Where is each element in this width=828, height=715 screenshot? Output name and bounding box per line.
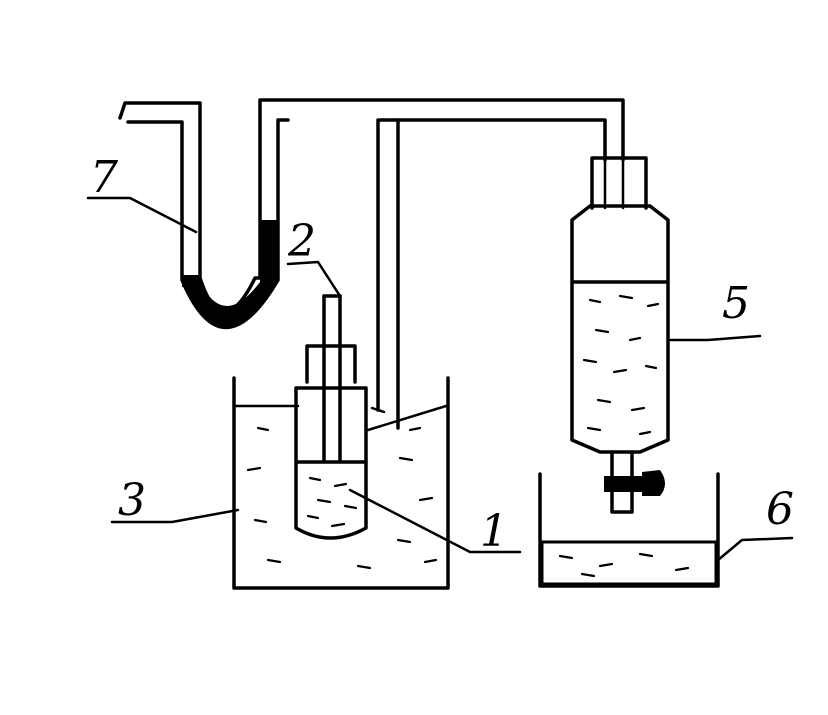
part-labels: 7 2 3 1 5 6 — [90, 152, 794, 557]
label-1: 1 — [480, 506, 508, 557]
label-7: 7 — [90, 152, 118, 203]
stopcock-handle — [642, 470, 665, 496]
manometer-fluid-left-column — [182, 275, 200, 287]
u-tube-manometer — [118, 98, 625, 330]
aspirator-bottle — [570, 156, 670, 514]
vessel-liquid-texture — [306, 476, 358, 528]
bottle-liquid-texture — [582, 294, 660, 436]
leader-lines — [86, 196, 794, 562]
water-bath — [232, 376, 450, 590]
beaker-liquid-texture — [558, 552, 690, 578]
manometer-fluid-right-column — [260, 220, 278, 282]
label-5: 5 — [722, 278, 750, 329]
manometer-fluid — [182, 282, 278, 327]
label-2: 2 — [287, 216, 316, 267]
stopcock-valve — [604, 476, 642, 492]
label-6: 6 — [766, 484, 794, 535]
sample-vessel — [294, 344, 368, 540]
thermometer-rod — [322, 294, 342, 462]
bath-water-texture — [246, 426, 438, 570]
collection-beaker — [538, 472, 720, 588]
feed-tube — [370, 118, 400, 430]
label-3: 3 — [118, 475, 146, 526]
